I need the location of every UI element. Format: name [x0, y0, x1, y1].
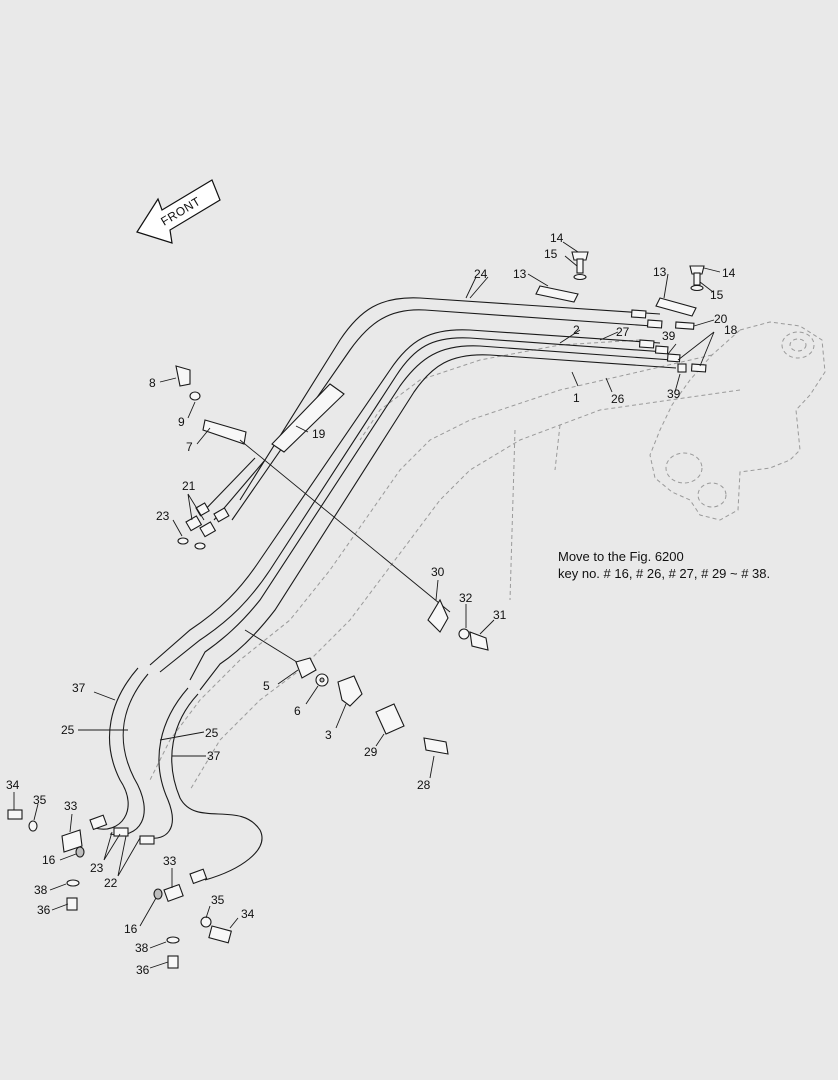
- reference-note: Move to the Fig. 6200 key no. # 16, # 26…: [558, 548, 770, 582]
- callout-39-lower: 39: [667, 387, 681, 401]
- clamp-13-right: [655, 265, 705, 317]
- callout-38-right: 38: [135, 941, 149, 955]
- callout-24: 24: [474, 267, 488, 281]
- callout-labels: 14 15 13 24 13 14 15 20 18 2 27 39 1 26 …: [6, 231, 738, 977]
- upper-right-fittings: [630, 309, 707, 373]
- lower-left-fittings: [7, 809, 232, 969]
- callout-33-right: 33: [163, 854, 177, 868]
- callout-6: 6: [294, 704, 301, 718]
- note-line-2: key no. # 16, # 26, # 27, # 29 ~ # 38.: [558, 566, 771, 581]
- callout-36-left: 36: [37, 903, 51, 917]
- callout-33-left: 33: [64, 799, 78, 813]
- callout-7: 7: [186, 440, 193, 454]
- callout-18: 18: [724, 323, 738, 337]
- callout-35-right: 35: [211, 893, 225, 907]
- callout-22: 22: [104, 876, 118, 890]
- middle-parts: [244, 598, 489, 755]
- callout-31: 31: [493, 608, 507, 622]
- callout-20: 20: [714, 312, 728, 326]
- callout-23-lower: 23: [90, 861, 104, 875]
- callout-2: 2: [573, 323, 580, 337]
- callout-27: 27: [616, 325, 630, 339]
- callout-25-right: 25: [205, 726, 219, 740]
- callout-26: 26: [611, 392, 625, 406]
- callout-35-left: 35: [33, 793, 47, 807]
- callout-32: 32: [459, 591, 473, 605]
- callout-34-left: 34: [6, 778, 20, 792]
- hose-group: [94, 297, 677, 881]
- callout-19: 19: [312, 427, 326, 441]
- callout-5: 5: [263, 679, 270, 693]
- callout-25-left: 25: [61, 723, 75, 737]
- fittings-21: [177, 502, 230, 550]
- callout-30: 30: [431, 565, 445, 579]
- callout-38-left: 38: [34, 883, 48, 897]
- callout-8: 8: [149, 376, 156, 390]
- callout-21: 21: [182, 479, 196, 493]
- callout-1: 1: [573, 391, 580, 405]
- callout-34-right: 34: [241, 907, 255, 921]
- callout-16-left: 16: [42, 853, 56, 867]
- front-arrow-icon: FRONT: [136, 179, 221, 244]
- callout-13-left: 13: [513, 267, 527, 281]
- callout-23-upper: 23: [156, 509, 170, 523]
- callout-39-upper: 39: [662, 329, 676, 343]
- callout-9: 9: [178, 415, 185, 429]
- callout-29: 29: [364, 745, 378, 759]
- callout-15-upper: 15: [544, 247, 558, 261]
- leader-line: [239, 439, 451, 613]
- callout-3: 3: [325, 728, 332, 742]
- clamp-13-left: [535, 251, 589, 303]
- callout-16-right: 16: [124, 922, 138, 936]
- callout-14-right: 14: [722, 266, 736, 280]
- clamp-7: [175, 365, 247, 445]
- callout-36-right: 36: [136, 963, 150, 977]
- callout-15-right: 15: [710, 288, 724, 302]
- callout-13-right: 13: [653, 265, 667, 279]
- leader-lines: [13, 241, 721, 969]
- callout-28: 28: [417, 778, 431, 792]
- callout-37-lower: 37: [207, 749, 221, 763]
- callout-14-upper: 14: [550, 231, 564, 245]
- note-line-1: Move to the Fig. 6200: [558, 549, 684, 564]
- boom-outline: [149, 321, 826, 791]
- callout-37-upper: 37: [72, 681, 86, 695]
